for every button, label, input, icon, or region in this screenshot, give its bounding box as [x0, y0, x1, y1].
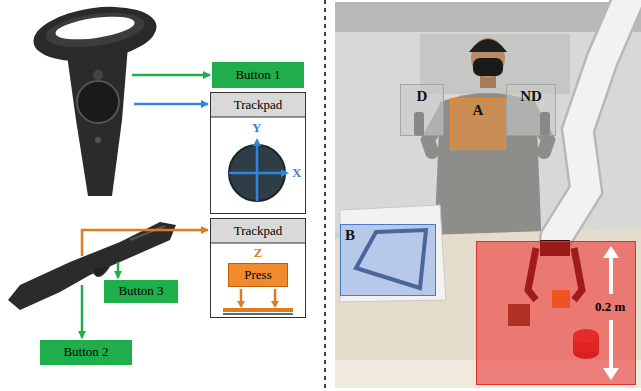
press-box: Press	[228, 263, 288, 287]
region-label: ND	[506, 84, 556, 136]
workspace-region: 0.2 m	[476, 241, 636, 385]
trackpad-box: TrackpadY X	[210, 92, 306, 214]
node-label: Press	[244, 267, 271, 283]
vive-controller-top	[30, 0, 160, 196]
divider	[324, 0, 326, 391]
node-label: ND	[520, 88, 542, 104]
node-label: Trackpad	[234, 97, 283, 113]
node-label: B	[345, 227, 355, 243]
leader-line	[117, 262, 120, 278]
node-label: Trackpad	[234, 223, 283, 239]
node-label: Button 3	[118, 283, 163, 299]
node-label: Z	[254, 245, 263, 261]
leader-line	[81, 285, 84, 338]
node-label: 0.2 m	[595, 299, 625, 315]
node-label: D	[417, 88, 428, 104]
leader-line	[134, 103, 208, 106]
trackpad-box: TrackpadZ Press	[210, 218, 306, 318]
node-label: A	[473, 102, 484, 118]
vive-controller-side	[8, 222, 176, 310]
node-label: Y	[252, 120, 261, 136]
node-label: X	[292, 165, 301, 181]
region-label: D	[400, 84, 444, 136]
button-label: Button 2	[40, 340, 132, 365]
photo	[335, 0, 641, 388]
node-label: Button 2	[63, 344, 108, 360]
button-label: Button 1	[212, 62, 304, 88]
button-label: Button 3	[104, 280, 178, 303]
leader-line	[132, 74, 210, 77]
region-label: B	[340, 224, 436, 296]
region-label: A	[450, 98, 506, 150]
node-label: Button 1	[235, 67, 280, 83]
leader-line	[82, 230, 208, 256]
